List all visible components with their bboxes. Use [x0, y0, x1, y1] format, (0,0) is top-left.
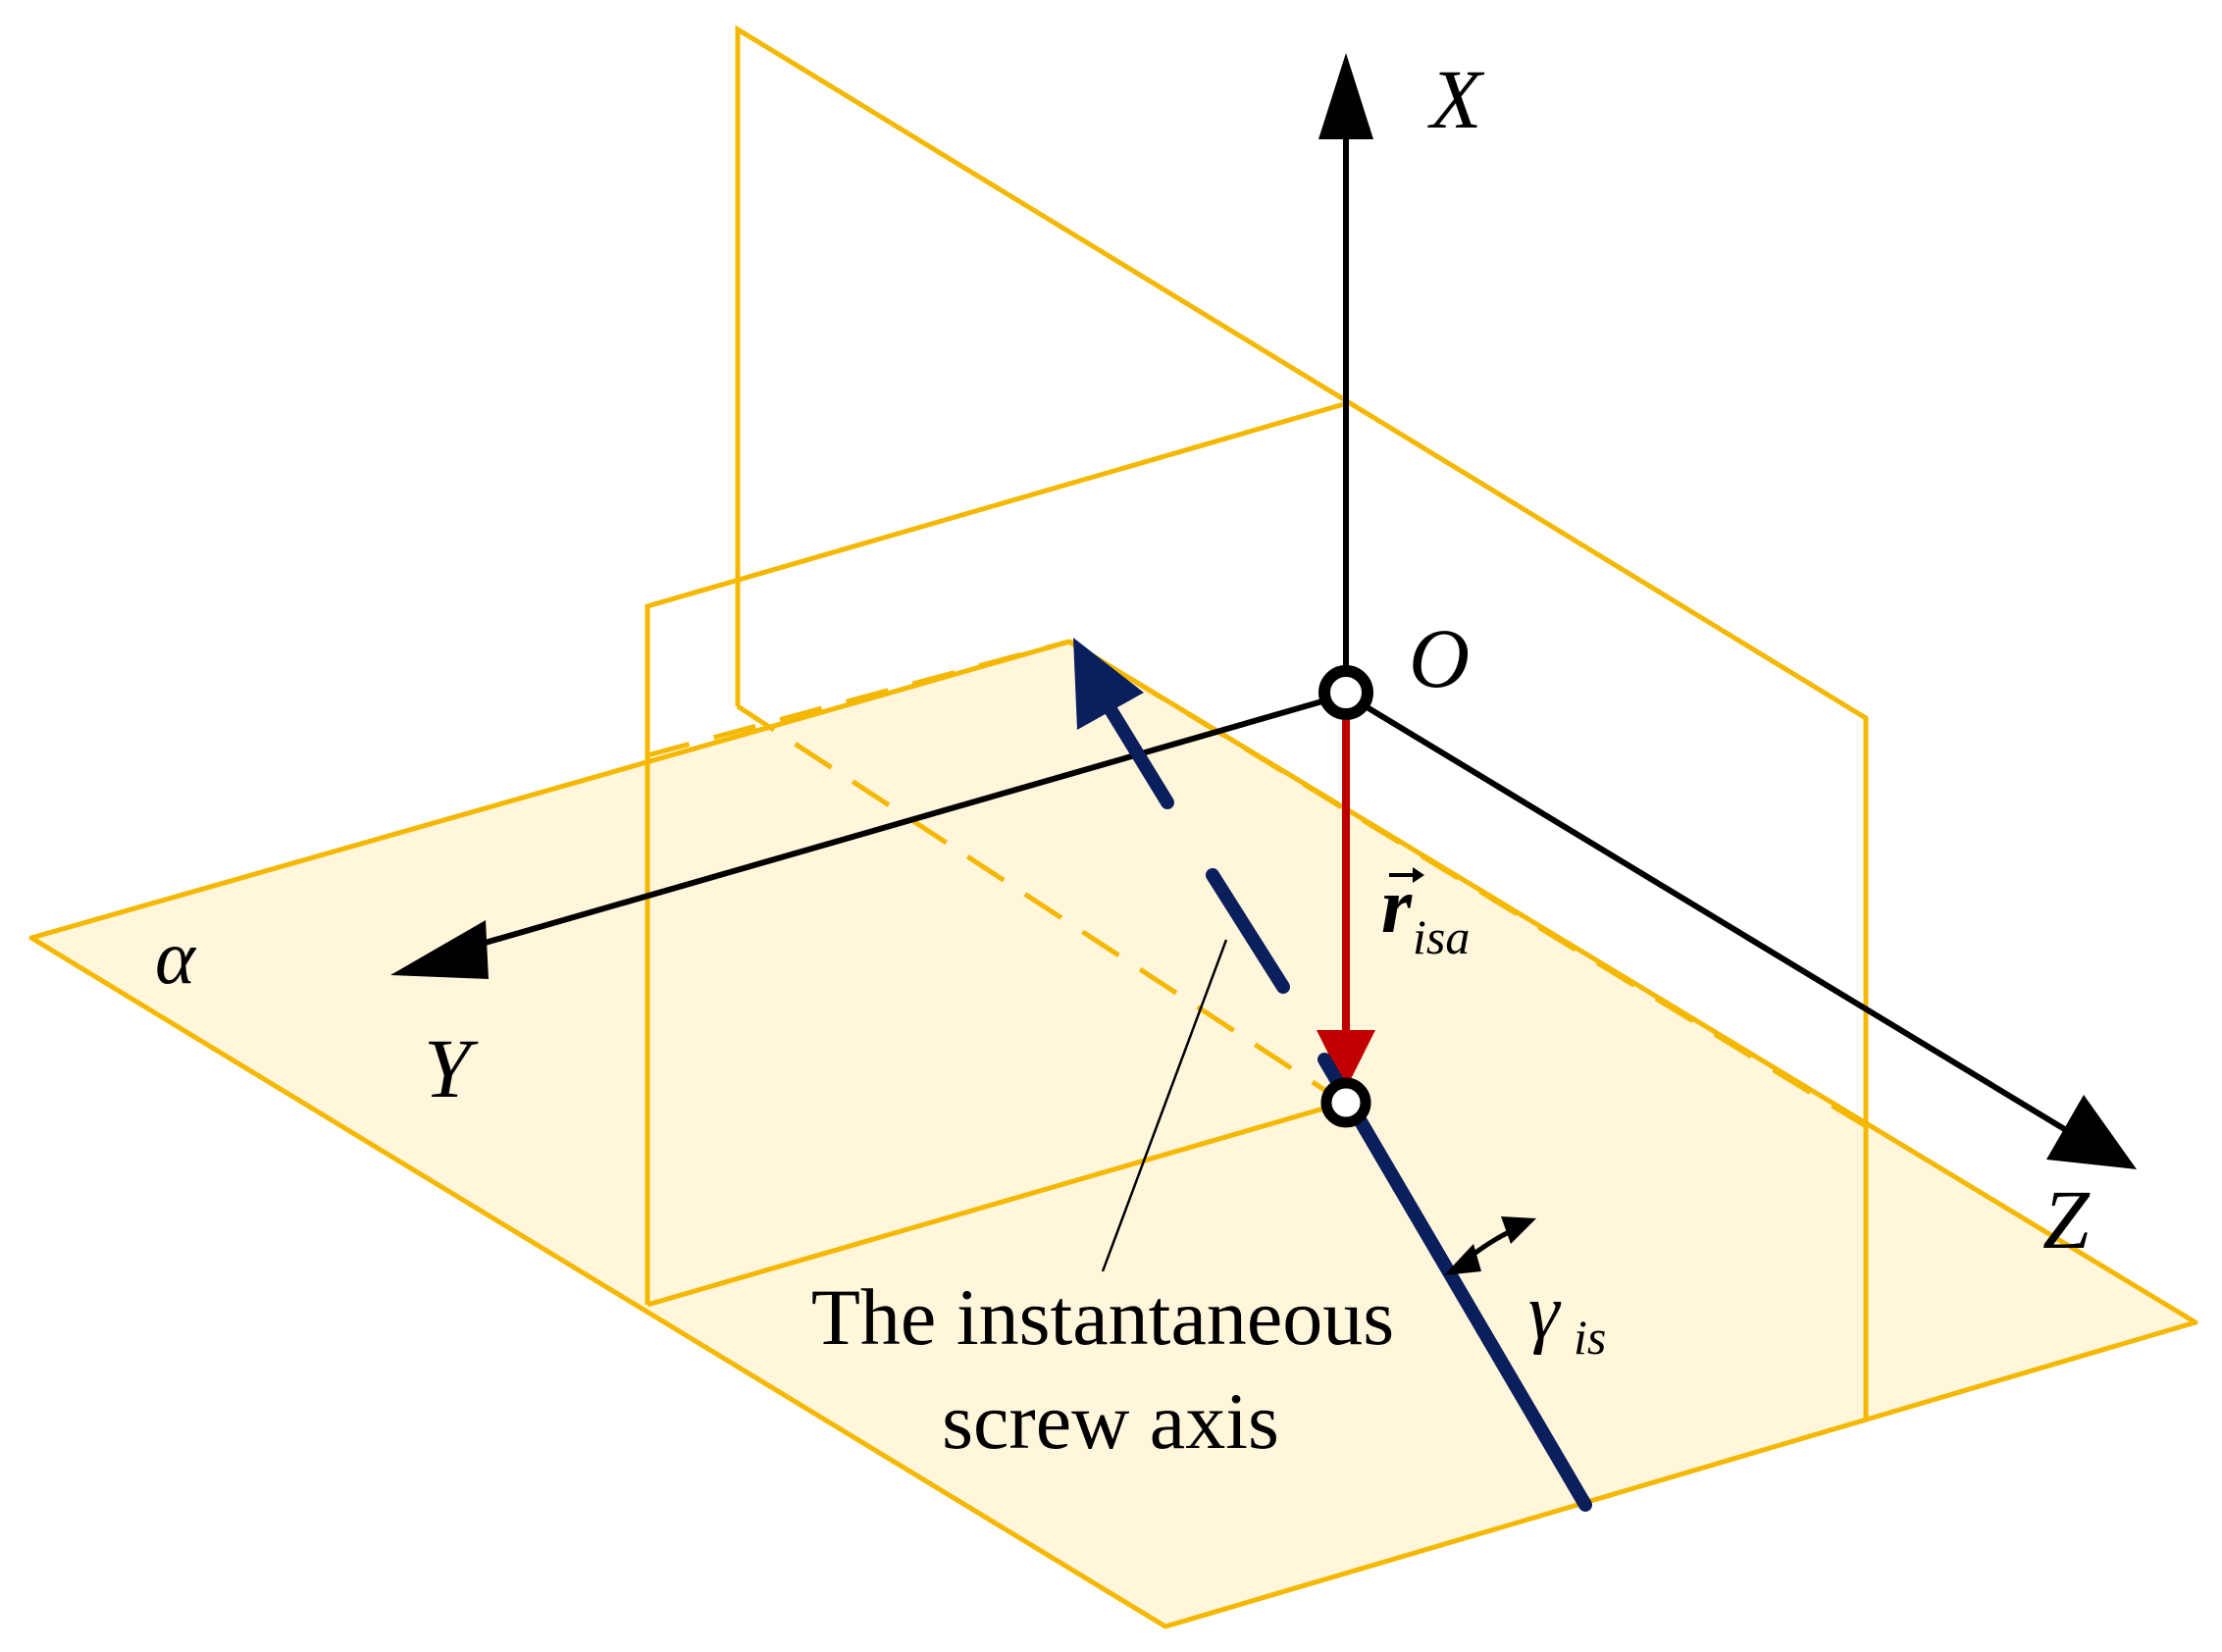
z-axis-label: Z [2042, 1172, 2091, 1266]
vertical-plane-xy-edges [645, 401, 1345, 1305]
angle-arc-arrowhead-right [1501, 1216, 1536, 1244]
caption-line-1: The instantaneous [811, 1272, 1394, 1362]
origin-label: O [1409, 611, 1470, 705]
vector-r-letter: r [1381, 863, 1413, 950]
screw-axis-intersection-point [1320, 1077, 1371, 1128]
angle-gamma-is-label: γ is [1528, 1269, 1606, 1365]
x-axis-arrowhead [1318, 53, 1373, 139]
horizontal-plane-alpha [28, 639, 2198, 1629]
origin-point [1318, 665, 1373, 720]
angle-arc-arrowhead-left [1444, 1244, 1481, 1275]
angle-gamma-subscript: is [1574, 1310, 1606, 1365]
hidden-plane-edges [646, 628, 1868, 1129]
instantaneous-screw-axis [1102, 699, 1592, 1512]
z-axis [1344, 692, 2078, 1139]
vertical-plane-xz-edges [735, 25, 1869, 1420]
angle-gamma-letter: γ [1528, 1269, 1562, 1356]
caption-leader-line [1101, 939, 1228, 1272]
z-axis-arrowhead [2046, 1095, 2137, 1169]
position-vector-arrowhead [1317, 1030, 1375, 1089]
y-axis-arrowhead [390, 920, 489, 979]
plane-alpha-label: α [155, 914, 197, 1000]
caption-line-2: screw axis [942, 1376, 1279, 1466]
y-axis-label: Y [424, 1021, 479, 1115]
vertical-plane-xy-bottom-edge [646, 1100, 1345, 1308]
vector-r-isa-label: r isa [1381, 863, 1470, 964]
y-axis [474, 692, 1347, 949]
vector-r-overarrow-head [1413, 867, 1424, 883]
screw-axis-arrowhead [1073, 638, 1144, 730]
x-axis-label: X [1427, 52, 1485, 146]
vector-r-subscript: isa [1413, 909, 1470, 964]
